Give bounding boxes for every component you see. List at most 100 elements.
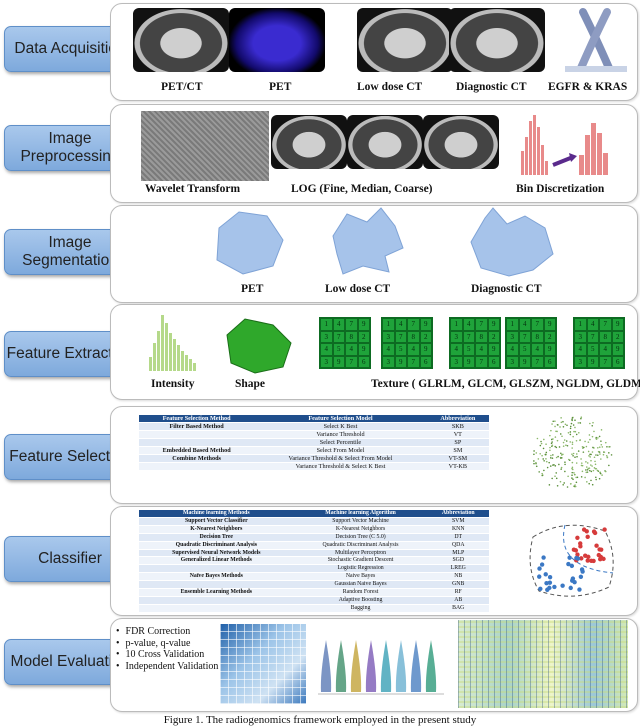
- table-cell: [139, 596, 294, 605]
- table-cell: Variance Threshold: [254, 430, 427, 439]
- table-header-cell: Feature Selection Method: [139, 415, 255, 423]
- network-node: [595, 436, 598, 439]
- scatter-point-blue: [538, 586, 543, 592]
- network-node: [560, 421, 563, 424]
- stage-label: Feature Extraction: [6, 345, 134, 362]
- network-node: [603, 451, 606, 453]
- table-cell: Bagging: [293, 604, 428, 613]
- network-node: [549, 449, 551, 452]
- scatter-point-red: [586, 554, 591, 560]
- network-node: [533, 450, 535, 452]
- network-node: [559, 480, 562, 483]
- network-node: [538, 471, 540, 473]
- network-node: [560, 452, 562, 455]
- label-texture: Texture ( GLRLM, GLCM, GLSZM, NGLDM, GLD…: [371, 378, 640, 390]
- grid-cell: 1: [320, 318, 333, 331]
- log-image-coarse: [423, 115, 499, 169]
- network-node: [545, 451, 548, 454]
- network-node: [552, 438, 554, 440]
- feature-network-cloud: [533, 416, 613, 488]
- label-diagnostic-ct: Diagnostic CT: [456, 81, 527, 93]
- network-node: [541, 454, 543, 457]
- grid-cell: 3: [574, 355, 587, 368]
- network-node: [550, 454, 552, 457]
- network-node: [557, 455, 559, 458]
- grid-cell: 1: [506, 318, 519, 331]
- table-cell: Filter Based Method: [139, 422, 255, 431]
- stage-label: Feature Selection: [9, 448, 131, 465]
- network-node: [562, 445, 565, 447]
- scatter-point-blue: [577, 587, 582, 592]
- network-node: [578, 431, 580, 434]
- stage-label: Image Preprocessing: [20, 130, 120, 165]
- grid-cell: 7: [599, 355, 612, 368]
- network-node: [552, 454, 554, 456]
- network-node: [585, 461, 587, 463]
- table-cell: Gaussian Naive Bayes: [293, 580, 428, 590]
- label-bin-discretization: Bin Discretization: [516, 183, 605, 195]
- label-wavelet: Wavelet Transform: [145, 183, 241, 195]
- network-node: [572, 478, 574, 481]
- network-node: [564, 470, 566, 473]
- network-node: [571, 447, 573, 449]
- network-node: [593, 467, 596, 469]
- segmentation-pet-shape: [216, 211, 284, 275]
- network-node: [545, 458, 547, 460]
- grid-cell: 3: [382, 330, 395, 343]
- grid-cell: 2: [487, 330, 500, 343]
- network-node: [554, 425, 556, 428]
- network-node: [587, 441, 590, 443]
- scatter-point-blue: [578, 574, 584, 579]
- network-node: [580, 417, 582, 420]
- network-node: [586, 481, 588, 483]
- network-node: [551, 477, 553, 480]
- network-node: [554, 475, 556, 478]
- table-cell: Naive Bayes: [293, 572, 428, 582]
- network-node: [584, 440, 586, 443]
- network-node: [571, 467, 573, 470]
- grid-cell: 3: [450, 330, 463, 343]
- table-cell: Variance Threshold & Select K Best: [254, 462, 427, 471]
- grid-cell: 2: [543, 330, 556, 343]
- network-node: [548, 484, 551, 486]
- table-cell: [139, 580, 294, 590]
- scatter-point-blue: [547, 585, 552, 591]
- panel-data-acquisition: PET/CT PET Low dose CT Diagnostic CT EGF…: [110, 3, 638, 101]
- network-node: [571, 461, 574, 464]
- bullet-pq-value: p-value, q-value: [116, 638, 234, 650]
- network-node: [576, 455, 578, 458]
- grid-cell: 9: [518, 355, 531, 368]
- network-node: [575, 481, 578, 484]
- network-node: [550, 429, 552, 432]
- scatter-point-red: [575, 552, 580, 557]
- evaluation-heatmap-large: [458, 620, 628, 708]
- network-node: [581, 470, 584, 473]
- grid-cell: 3: [450, 355, 463, 368]
- scatter-point-blue: [569, 563, 575, 569]
- table-cell: Embedded Based Method: [139, 446, 255, 455]
- scatter-point-blue: [539, 562, 545, 567]
- scatter-point-red: [594, 543, 599, 548]
- grid-cell: 9: [357, 318, 370, 331]
- table-cell: [139, 462, 255, 471]
- network-node: [569, 425, 572, 428]
- network-node: [563, 439, 566, 441]
- grid-cell: 4: [475, 343, 488, 356]
- network-node: [596, 447, 599, 449]
- grid-cell: 5: [332, 343, 345, 356]
- table-header-cell: Machine learning Methods: [139, 510, 294, 518]
- scatter-point-blue: [567, 555, 572, 560]
- network-node: [545, 460, 548, 463]
- network-node: [549, 446, 551, 449]
- network-node: [565, 444, 567, 447]
- table-cell: VT-SM: [426, 454, 489, 463]
- network-node: [606, 456, 609, 459]
- network-node: [583, 446, 585, 449]
